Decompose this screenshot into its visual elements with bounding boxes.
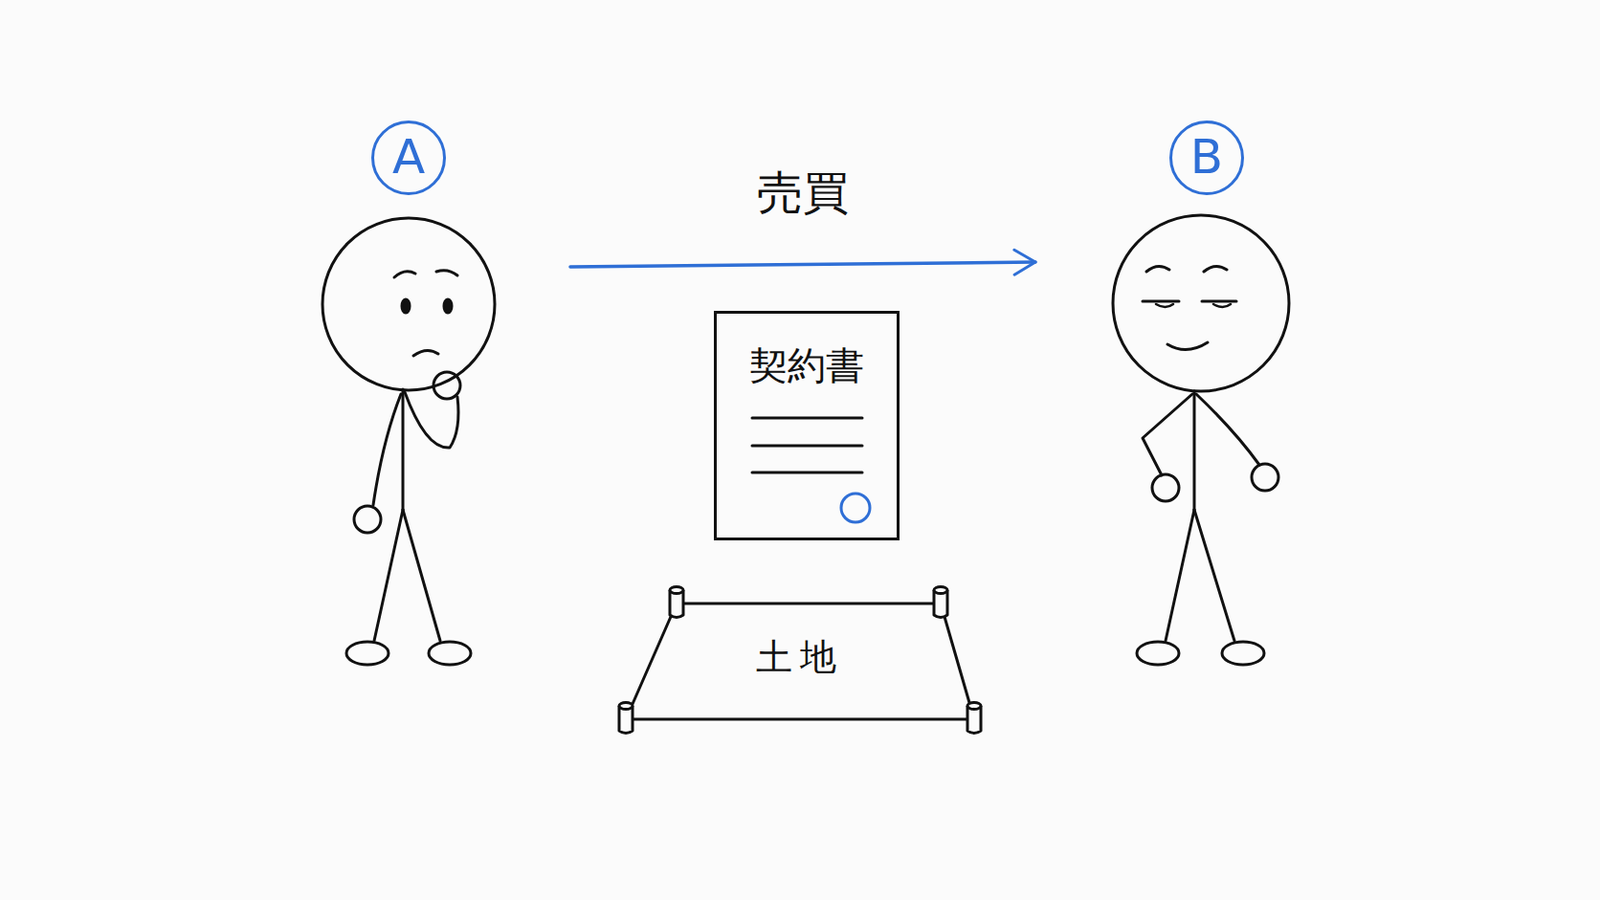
box-title: 契約書: [716, 342, 897, 389]
edge-label: 売買: [756, 165, 849, 220]
seal-stamp: [841, 493, 870, 523]
text-line: [752, 471, 863, 475]
person-label: A: [325, 112, 567, 668]
person-label: B: [1039, 112, 1290, 668]
transfer-arrow: [570, 262, 1036, 267]
land-plot: 土地: [623, 591, 977, 737]
contract-document: 契約書: [713, 311, 900, 541]
stake-top: [619, 703, 633, 711]
person-badge: B: [1169, 120, 1245, 196]
text-line: [752, 444, 863, 448]
box-title: 土地: [623, 635, 977, 680]
text-line: [752, 417, 863, 421]
stake-top: [669, 587, 684, 595]
stake-top: [967, 703, 981, 711]
person-badge: A: [371, 120, 446, 196]
stake-top: [933, 587, 948, 595]
person-b: [1112, 215, 1289, 666]
person-a: [322, 218, 495, 666]
